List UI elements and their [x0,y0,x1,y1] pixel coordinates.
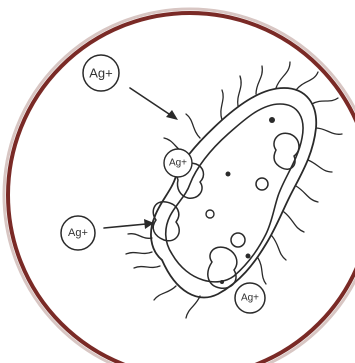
ion-top-left: Ag+ [83,55,119,91]
ion-membrane-top-label: Ag+ [169,158,187,169]
ion-membrane-top: Ag+ [164,149,192,177]
ion-top-left-label: Ag+ [89,66,113,81]
circular-frame [4,9,355,363]
ion-left-label: Ag+ [68,227,88,239]
ion-bottom: Ag+ [235,283,265,313]
ion-left: Ag+ [61,216,95,250]
ion-bottom-label: Ag+ [241,293,259,304]
